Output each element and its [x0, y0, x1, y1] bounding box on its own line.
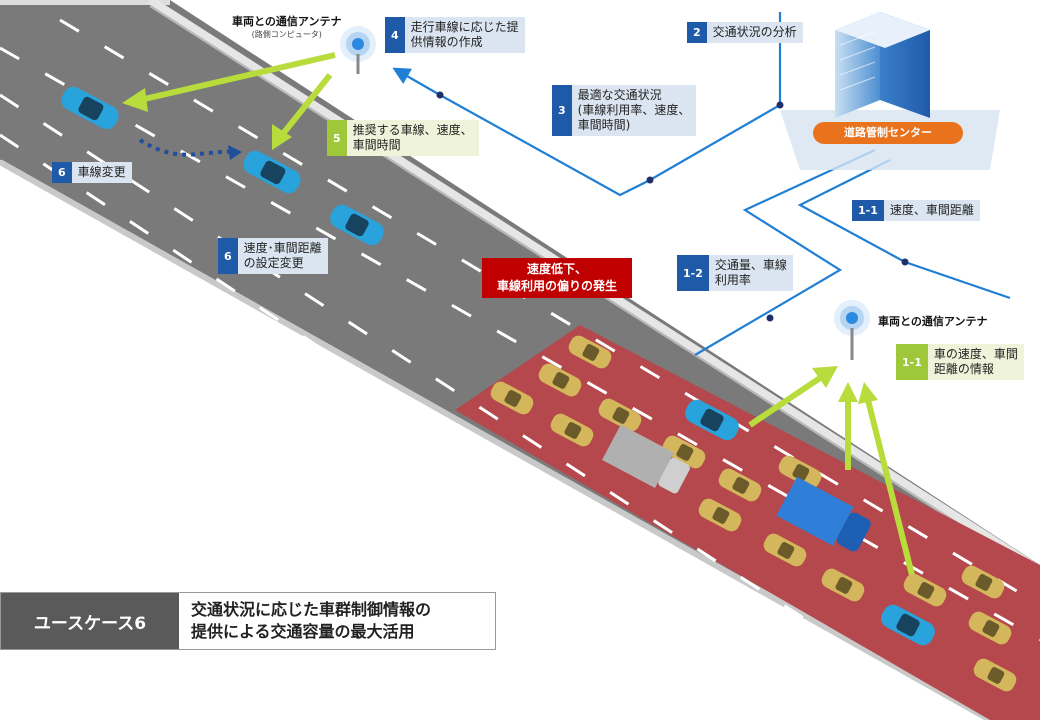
step-1-1a-number: 1-1: [852, 200, 884, 221]
car-cyan-3: [330, 204, 384, 246]
step-3-number: 3: [552, 85, 572, 136]
step-6a-number: 6: [52, 162, 72, 183]
car-cyan-1: [61, 86, 119, 130]
traffic-center-building: [780, 12, 1000, 170]
step-2-text: 交通状況の分析: [706, 22, 803, 43]
step-4-label: 4 走行車線に応じた提 供情報の作成: [385, 17, 525, 53]
step-1-1b-label: 1-1 車の速度、車間 距離の情報: [896, 344, 1024, 380]
usecase-banner: ユースケース6 交通状況に応じた車群制御情報の 提供による交通容量の最大活用: [0, 592, 496, 650]
step-4-text: 走行車線に応じた提 供情報の作成: [404, 17, 525, 53]
data-flow-lines: [392, 12, 1011, 356]
antenna-subtitle-top: (路側コンピュータ): [251, 30, 322, 39]
antenna-title-bottom: 車両との通信アンテナ: [878, 315, 988, 328]
usecase-title: 交通状況に応じた車群制御情報の 提供による交通容量の最大活用: [191, 600, 432, 641]
step-1-1a-text: 速度、車間距離: [883, 200, 980, 221]
step-1-1b-text: 車の速度、車間 距離の情報: [927, 344, 1024, 380]
step-6b-text: 速度･車間距離 の設定変更: [237, 238, 328, 274]
traffic-center-label: 道路管制センター: [813, 122, 963, 144]
step-1-2-number: 1-2: [677, 255, 709, 291]
congested-cars: [490, 335, 1017, 692]
step-6a-text: 車線変更: [71, 162, 132, 183]
step-5-number: 5: [327, 120, 347, 156]
step-6b-label: 6 速度･車間距離 の設定変更: [218, 238, 328, 274]
car-cyan-4: [685, 399, 739, 441]
antenna-label-top: 車両との通信アンテナ (路側コンピュータ): [232, 13, 341, 40]
step-1-1b-number: 1-1: [896, 344, 928, 380]
usecase-tag: ユースケース6: [1, 593, 179, 649]
car-cyan-2: [243, 150, 301, 194]
step-6b-number: 6: [218, 238, 238, 274]
step-1-2-text: 交通量、車線 利用率: [708, 255, 793, 291]
antenna-icon-top: [340, 26, 376, 74]
step-2-label: 2 交通状況の分析: [687, 22, 803, 43]
step-3-label: 3 最適な交通状況 (車線利用率、速度、 車間時間): [552, 85, 697, 136]
car-cyan-5: [881, 604, 935, 646]
step-6a-label: 6 車線変更: [52, 162, 132, 183]
congestion-alert: 速度低下、 車線利用の偏りの発生: [482, 258, 632, 298]
antenna-icon-bottom: [834, 300, 870, 360]
truck-gray: [602, 424, 690, 494]
step-5-label: 5 推奨する車線、速度、 車間時間: [327, 120, 479, 156]
truck-blue: [776, 476, 871, 552]
step-4-number: 4: [385, 17, 405, 53]
antenna-label-bottom: 車両との通信アンテナ: [878, 313, 987, 329]
step-1-1a-label: 1-1 速度、車間距離: [852, 200, 980, 221]
step-2-number: 2: [687, 22, 707, 43]
lane-markings: [0, 18, 1040, 720]
signal-arrows: [122, 52, 915, 576]
step-1-2-label: 1-2 交通量、車線 利用率: [677, 255, 793, 291]
step-3-text: 最適な交通状況 (車線利用率、速度、 車間時間): [571, 85, 697, 136]
antenna-title-top: 車両との通信アンテナ: [232, 15, 342, 28]
step-5-text: 推奨する車線、速度、 車間時間: [346, 120, 479, 156]
